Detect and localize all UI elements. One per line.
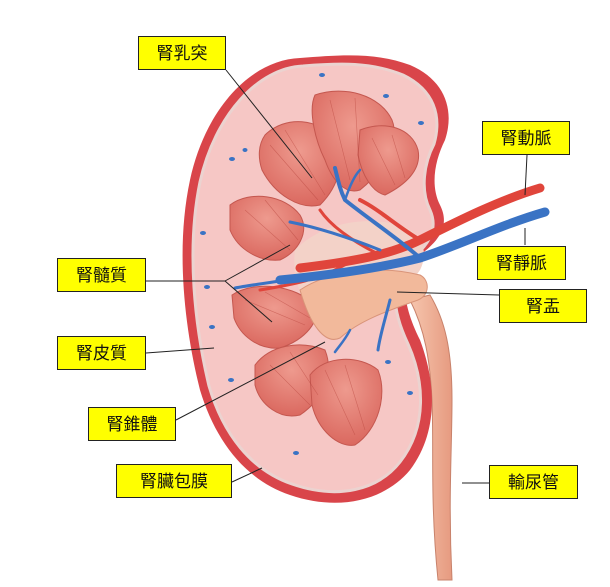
- renal-artery: [258, 183, 545, 292]
- label-renal-pyramid: 腎錐體: [88, 407, 176, 441]
- cortical-vessel-dots: [200, 73, 424, 455]
- label-renal-cortex: 腎皮質: [57, 336, 146, 370]
- label-renal-artery: 腎動脈: [482, 121, 570, 155]
- label-renal-capsule: 腎臟包膜: [116, 464, 232, 498]
- label-renal-papilla: 腎乳突: [138, 36, 226, 70]
- renal-vein: [233, 166, 550, 354]
- label-renal-pelvis: 腎盂: [499, 289, 587, 323]
- leader-lines: [145, 69, 528, 484]
- ureter: [409, 294, 453, 581]
- renal-pyramids: [229, 90, 420, 446]
- pyramid-striations: [244, 97, 406, 436]
- label-renal-medulla: 腎髓質: [57, 258, 146, 292]
- label-ureter: 輸尿管: [489, 465, 578, 499]
- label-renal-vein: 腎靜脈: [477, 246, 566, 280]
